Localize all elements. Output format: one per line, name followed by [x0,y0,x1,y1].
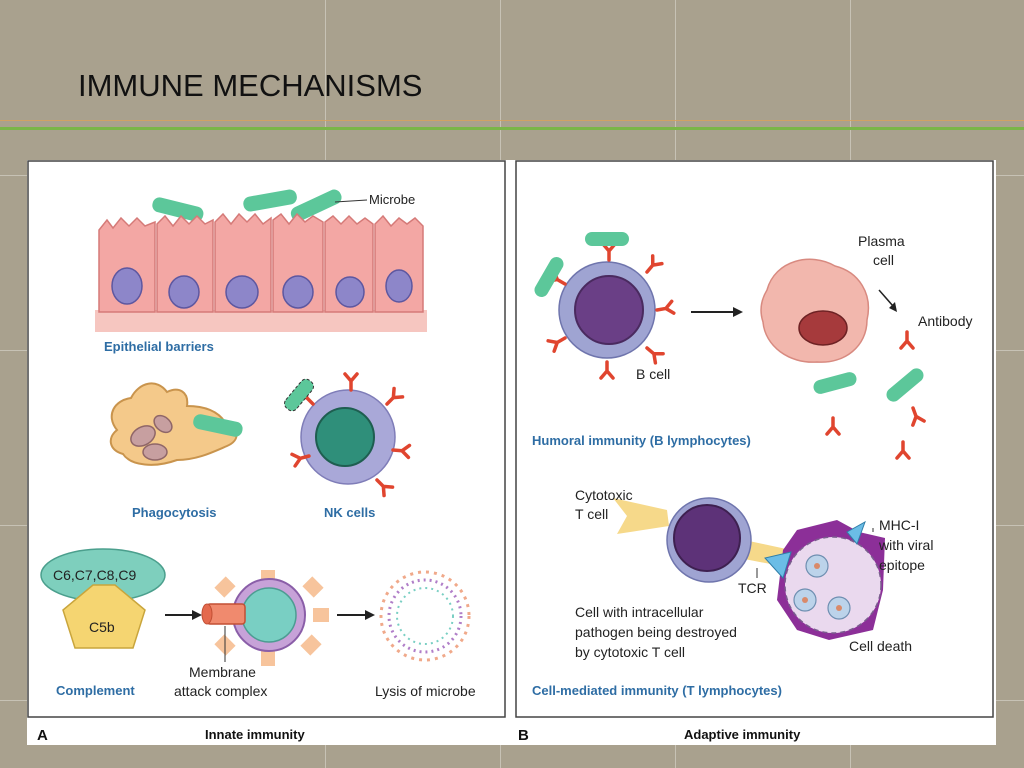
complement-illustration [40,548,166,649]
c6-c9-label: C6,C7,C8,C9 [53,567,136,583]
mhc-label-line2: with viral [878,537,933,553]
intracell-label-line2: pathogen being destroyed [575,624,737,640]
intracell-label-line3: by cytotoxic T cell [575,644,685,660]
mac-label-line1: Membrane [189,664,256,680]
intracell-label-line1: Cell with intracellular [575,604,704,620]
microbe-icon [193,414,243,437]
epithelium-illustration [95,212,427,332]
cell-mediated-label: Cell-mediated immunity (T lymphocytes) [532,683,782,698]
cytotoxic-label-line2: T cell [575,506,608,522]
phagocyte-illustration [109,382,243,466]
title-rule [0,127,1024,130]
mac-illustration [201,570,329,666]
nk-cells-label: NK cells [324,505,375,520]
cell-death-label: Cell death [849,638,912,654]
complement-label: Complement [56,683,135,698]
arrow-icon [733,307,743,317]
epithelial-barriers-label: Epithelial barriers [104,339,214,354]
lysed-microbe-illustration [379,570,471,662]
panel-a-frame [27,160,506,718]
microbe-icon [585,232,629,246]
antibody-label: Antibody [918,313,972,329]
mac-label-line2: attack complex [174,683,267,699]
panel-b-caption: Adaptive immunity [684,727,801,742]
phagocytosis-label: Phagocytosis [132,505,217,520]
cytotoxic-label-line1: Cytotoxic [575,487,633,503]
microbe-icon [534,257,564,297]
title-rule [0,120,1024,121]
tcr-label: TCR [738,580,767,596]
lysis-label: Lysis of microbe [375,683,476,699]
arrow-icon [889,302,897,312]
panel-a-letter: A [37,727,48,744]
microbe-icon [152,189,342,222]
slide-title: IMMUNE MECHANISMS [78,68,423,103]
cytotoxic-t-cell-illustration [613,497,791,583]
antibody-icon [899,330,915,350]
plasma-label-line2: cell [873,252,894,268]
nk-cell-illustration [284,372,412,498]
panel-a-caption: Innate immunity [205,727,305,742]
b-cell-label: B cell [636,366,670,382]
target-cell-illustration [764,520,885,640]
mhc-label-line3: epitope [879,557,925,573]
mhc-label-line1: MHC-I [879,517,919,533]
panel-b-frame [515,160,994,718]
arrow-icon [878,289,894,307]
humoral-label: Humoral immunity (B lymphocytes) [532,433,751,448]
arrow-icon [192,610,202,620]
b-cell-illustration [534,232,676,380]
plasma-label-line1: Plasma [858,233,905,249]
c5b-label: C5b [89,619,115,635]
microbe-label: Microbe [369,192,415,207]
panel-b-letter: B [518,727,529,744]
antibody-microbe-complex [813,368,926,460]
plasma-cell-illustration [760,258,870,363]
immune-figure: Microbe Epithelial barriers [27,160,996,745]
figure-canvas: Microbe Epithelial barriers [27,160,994,744]
arrow-icon [365,610,375,620]
